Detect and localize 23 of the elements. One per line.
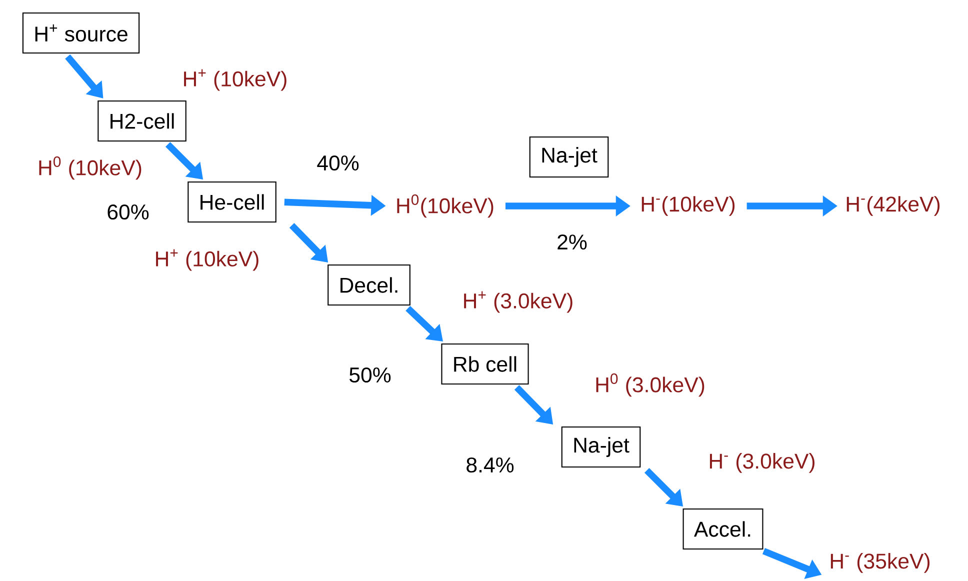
beam-label: H$^{0}$ (10keV) bbox=[39, 156, 142, 180]
process-box: He-cell bbox=[188, 181, 276, 223]
beam-label: H$^{0}$(10keV) bbox=[397, 194, 494, 218]
percentage-label: 50% bbox=[350, 367, 391, 383]
process-box: Decel. bbox=[328, 264, 410, 306]
beam-label: H$^{-}$(42keV) bbox=[846, 196, 940, 216]
beam-label: H$^{0}$ (3.0keV) bbox=[596, 373, 704, 397]
process-box: Accel. bbox=[682, 508, 764, 550]
beam-label: H$^{+}$ (10keV) bbox=[184, 69, 286, 91]
process-box: Na-jet bbox=[529, 136, 609, 178]
process-box: H$^{+}$ source bbox=[22, 12, 140, 54]
process-box: Na-jet bbox=[561, 426, 641, 468]
process-box: Rb cell bbox=[441, 343, 529, 385]
percentage-label: 60% bbox=[108, 204, 149, 220]
beam-label: H$^{-}$(10keV) bbox=[642, 196, 735, 216]
beam-label: H$^{-}$ (35keV) bbox=[830, 553, 930, 573]
beam-label: H$^{+}$ (10keV) bbox=[156, 249, 258, 271]
edge-label: 40% bbox=[315, 154, 361, 172]
percentage-label: 8.4% bbox=[466, 457, 514, 473]
beam-label: H$^{+}$ (3.0keV) bbox=[464, 291, 572, 313]
process-box: H2-cell bbox=[98, 100, 186, 142]
edge-label: 2% bbox=[555, 233, 589, 251]
beam-label: H$^{-}$ (3.0keV) bbox=[710, 453, 814, 473]
